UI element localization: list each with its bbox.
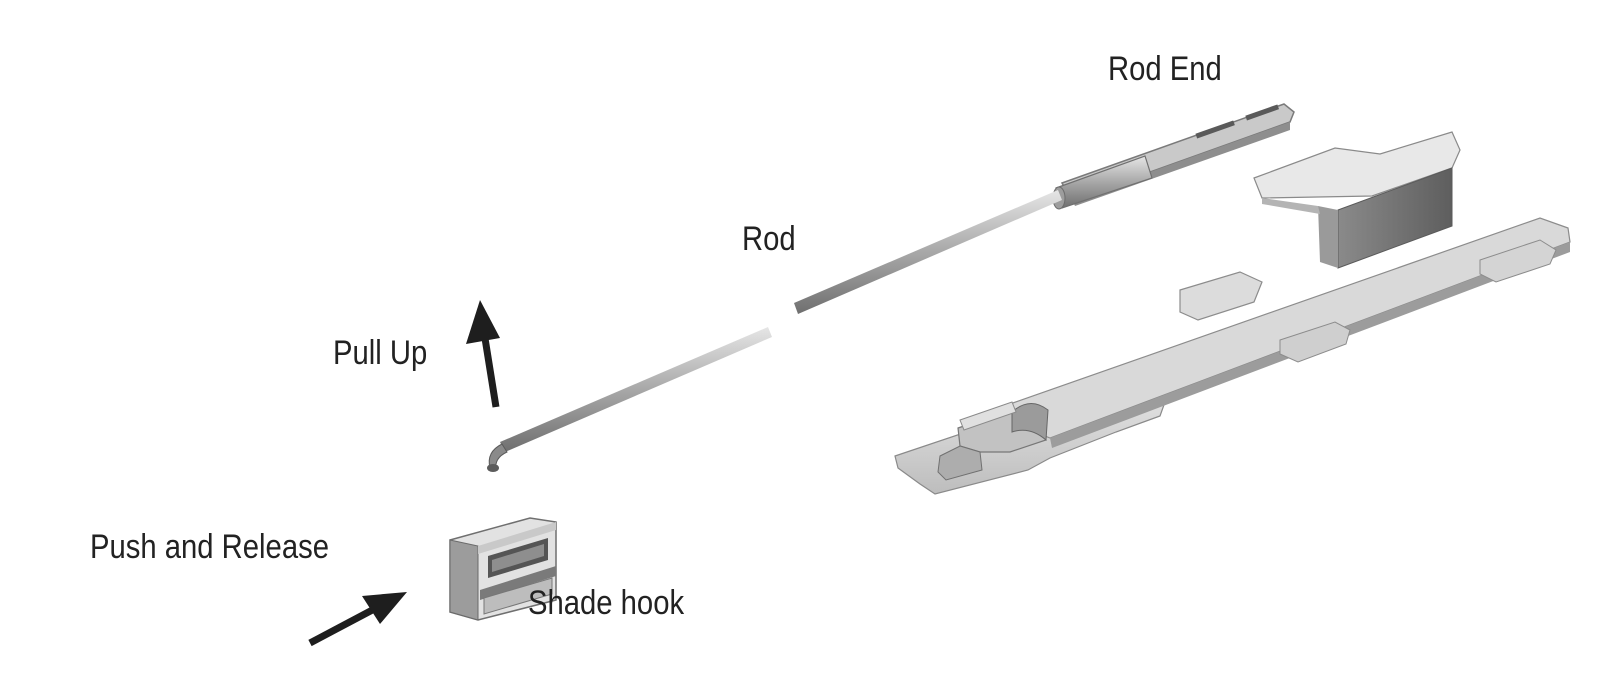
push-arrow: [308, 592, 407, 647]
shade-hook-label: Shade hook: [528, 584, 685, 622]
mounting-bracket: [894, 131, 1571, 495]
rod-end: [1052, 103, 1295, 210]
rod: [487, 190, 1062, 472]
pull-up-label: Pull Up: [333, 334, 428, 372]
pull-up-arrow: [466, 300, 500, 408]
shade-hook: [449, 517, 557, 621]
rod-end-label: Rod End: [1108, 50, 1222, 88]
push-and-release-label: Push and Release: [90, 528, 329, 566]
rod-label: Rod: [742, 220, 796, 258]
